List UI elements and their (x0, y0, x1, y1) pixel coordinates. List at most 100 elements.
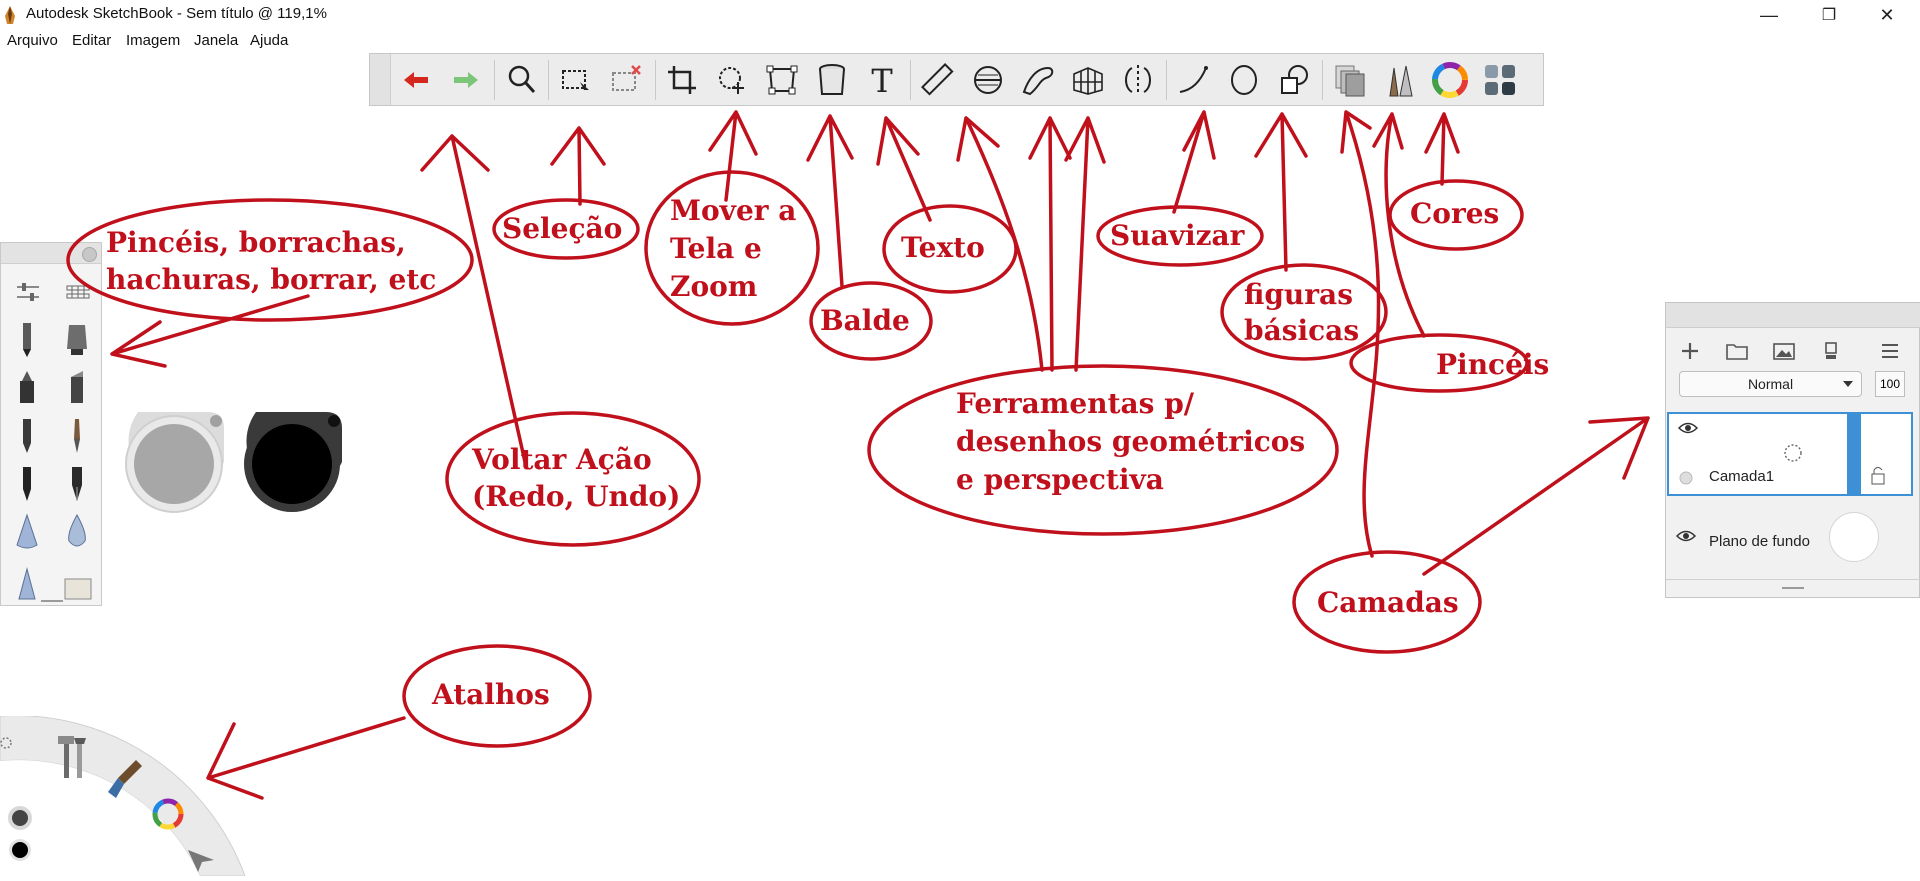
chisel-marker-brush-icon[interactable] (59, 367, 95, 409)
french-curve-icon[interactable] (1018, 60, 1058, 100)
annot-camadas: Camadas (1317, 586, 1459, 619)
arrow-mover (708, 110, 758, 202)
airbrush-brush-icon[interactable] (59, 319, 95, 361)
background-color-swatch[interactable] (1829, 512, 1879, 562)
ink-pen-brush-icon[interactable] (9, 463, 45, 505)
steady-stroke-icon[interactable] (1174, 60, 1214, 100)
marker-brush-icon[interactable] (9, 367, 45, 409)
blend-mode-dropdown[interactable]: Normal (1679, 371, 1862, 397)
ballpoint-brush-icon[interactable] (9, 415, 45, 457)
lagoon-settings-icon[interactable] (0, 734, 16, 752)
merge-layer-icon[interactable] (1817, 337, 1845, 365)
shapes-icon[interactable] (1274, 60, 1314, 100)
tools-icon[interactable] (56, 734, 90, 780)
minimize-button[interactable]: — (1760, 4, 1778, 25)
annot-ferramentas-2: desenhos geométricos (956, 425, 1306, 458)
toolbar-drag-handle[interactable] (370, 54, 391, 105)
annot-voltar-2: (Redo, Undo) (472, 480, 681, 513)
colors-icon[interactable] (1430, 60, 1470, 100)
lock-icon[interactable] (1869, 464, 1887, 486)
select-clear-icon[interactable] (606, 60, 646, 100)
paintbrush-icon[interactable] (106, 758, 144, 802)
menu-imagem[interactable]: Imagem (126, 32, 181, 49)
distort-icon[interactable] (762, 60, 802, 100)
add-layer-icon[interactable] (1676, 337, 1704, 365)
annot-suavizar: Suavizar (1110, 219, 1245, 252)
brush-palette (0, 242, 102, 606)
layer-menu-icon[interactable] (1876, 337, 1904, 365)
pencil-brush-icon[interactable] (9, 319, 45, 361)
layer-radio-icon[interactable] (1679, 471, 1693, 485)
menu-editar[interactable]: Editar (72, 32, 112, 49)
layer-row-background[interactable]: Plano de fundo (1667, 503, 1913, 571)
arrow-suavizar (1172, 110, 1216, 214)
brush-settings-icon[interactable] (13, 277, 43, 307)
undo-icon[interactable] (396, 60, 436, 100)
add-image-icon[interactable] (1770, 337, 1798, 365)
bucket-icon[interactable] (812, 60, 852, 100)
eye-icon[interactable] (1677, 419, 1699, 437)
ellipse-shape-icon[interactable] (1224, 60, 1264, 100)
cursor-arrow-icon[interactable] (186, 844, 216, 874)
water-drop-brush-icon[interactable] (59, 511, 95, 553)
palette-resize-grip[interactable] (41, 600, 63, 602)
menu-janela[interactable]: Janela (194, 32, 239, 49)
eraser-block-brush-icon[interactable] (59, 559, 95, 601)
color-wheel-icon[interactable] (150, 796, 186, 832)
zoom-icon[interactable] (502, 60, 542, 100)
arrow-pinceis (110, 294, 310, 368)
triangle-pen-brush-icon[interactable] (9, 559, 45, 601)
annot-atalhos: Atalhos (432, 678, 550, 711)
toolbar-divider (910, 60, 911, 100)
move-zoom-icon[interactable] (712, 60, 752, 100)
arrow-ferramentas-3 (1064, 116, 1106, 372)
color-puck-light[interactable] (118, 406, 230, 518)
menu-ajuda[interactable]: Ajuda (250, 32, 289, 49)
panel-resize-grip[interactable] (1782, 587, 1804, 589)
arrow-balde (806, 114, 854, 288)
menu-arquivo[interactable]: Arquivo (7, 32, 58, 49)
annot-balde: Balde (820, 304, 910, 337)
palette-grid-icon[interactable] (1480, 60, 1520, 100)
layer-row-camada1[interactable]: Camada1 (1667, 412, 1913, 496)
text-icon[interactable]: T (862, 60, 902, 100)
perspective-icon[interactable] (1068, 60, 1108, 100)
color-puck-dark[interactable] (236, 406, 348, 518)
layer-panel-titlebar[interactable] (1666, 303, 1920, 328)
select-rect-icon[interactable] (556, 60, 596, 100)
layers-icon[interactable] (1330, 60, 1370, 100)
ellipse-guide-icon[interactable] (968, 60, 1008, 100)
crop-icon[interactable] (662, 60, 702, 100)
arrow-selecao (550, 126, 606, 206)
blend-mode-value: Normal (1747, 376, 1794, 392)
brushes-icon[interactable] (1380, 60, 1420, 100)
arrow-texto (876, 116, 932, 222)
smudge-brush-icon[interactable] (9, 511, 45, 553)
ruler-icon[interactable] (918, 60, 958, 100)
eye-icon[interactable] (1675, 527, 1697, 545)
fountain-pen-brush-icon[interactable] (59, 463, 95, 505)
main-toolbar: T (369, 53, 1544, 106)
close-button[interactable]: ✕ (1879, 4, 1895, 25)
brush-library-icon[interactable] (63, 277, 93, 307)
layer-panel: Normal 100 Camada1 Plano de fundo (1665, 302, 1920, 598)
toolbar-divider (494, 60, 495, 100)
texture-swatch-icon[interactable] (6, 804, 34, 832)
annot-mover-2: Tela e (670, 232, 762, 265)
annot-mover-1: Mover a (670, 194, 797, 227)
redo-icon[interactable] (446, 60, 486, 100)
annot-voltar-1: Voltar Ação (472, 443, 652, 476)
toolbar-divider (655, 60, 656, 100)
black-color-icon[interactable] (8, 838, 32, 862)
palette-close-button[interactable] (82, 247, 97, 262)
symmetry-icon[interactable] (1118, 60, 1158, 100)
layer-group-folder-icon[interactable] (1723, 337, 1751, 365)
chevron-down-icon (1843, 381, 1853, 387)
arrow-camadas-2 (1422, 416, 1650, 576)
maximize-button[interactable]: ❐ (1821, 7, 1837, 24)
layer-opacity-bar[interactable] (1847, 414, 1861, 494)
annot-texto: Texto (901, 231, 985, 264)
window-title: Autodesk SketchBook - Sem título @ 119,1… (26, 5, 327, 22)
paintbrush-brush-icon[interactable] (59, 415, 95, 457)
opacity-value[interactable]: 100 (1875, 371, 1905, 397)
